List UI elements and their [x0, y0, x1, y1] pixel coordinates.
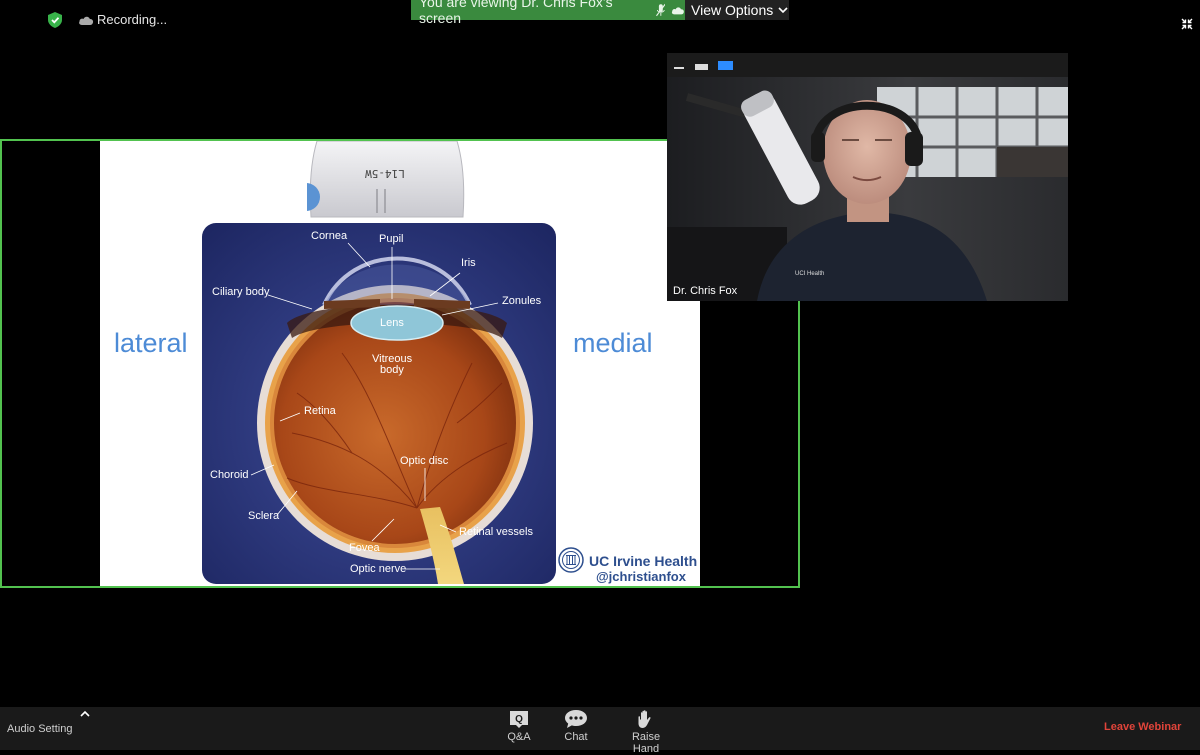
raise-hand-icon: [638, 710, 651, 728]
label-cornea: Cornea: [311, 230, 348, 242]
label-sclera: Sclera: [248, 510, 280, 522]
qa-icon: Q: [510, 711, 528, 728]
label-fovea: Fovea: [349, 542, 380, 554]
label-vitreous-body: body: [380, 364, 404, 376]
chat-button[interactable]: Chat: [562, 709, 590, 743]
shirt-logo-text: UCI Health: [795, 271, 824, 277]
viewing-banner-text: You are viewing Dr. Chris Fox's screen: [419, 0, 613, 26]
speaker-video-tile[interactable]: UCI Health: [667, 77, 1068, 301]
muted-mic-icon: [655, 3, 666, 17]
label-pupil: Pupil: [379, 233, 404, 245]
uci-brand-name: UC Irvine Health: [589, 553, 698, 569]
label-retinal-vessels: Retinal vessels: [459, 526, 533, 538]
label-optic-nerve: Optic nerve: [350, 563, 407, 575]
exit-fullscreen-icon[interactable]: [1181, 18, 1193, 30]
raise-hand-label: Raise Hand: [631, 731, 661, 755]
uci-brand-handle: @jchristianfox: [596, 569, 686, 584]
leave-webinar-button[interactable]: Leave Webinar: [1104, 721, 1182, 733]
cloud-recording-icon: [79, 16, 94, 25]
active-speaker-view-icon[interactable]: [695, 64, 708, 70]
minimize-video-icon[interactable]: [674, 67, 684, 69]
gallery-view-icon[interactable]: [718, 61, 733, 70]
speaker-video-feed: UCI Health: [667, 77, 1068, 301]
slide-lateral-label: lateral: [114, 328, 188, 358]
participant-name-label: Dr. Chris Fox: [673, 285, 738, 297]
recording-status: Recording...: [97, 12, 168, 27]
security-shield-icon[interactable]: [48, 12, 62, 28]
ultrasound-probe-image: L14-5W: [307, 141, 465, 218]
chevron-down-icon: [778, 6, 788, 13]
eye-anatomy-illustration: [202, 223, 556, 584]
chevron-up-icon[interactable]: [79, 710, 91, 718]
eye-anatomy-diagram: Cornea Pupil Iris Ciliary body Zonules L…: [202, 223, 556, 584]
qa-button[interactable]: Q Q&A: [506, 709, 532, 743]
svg-text:Q: Q: [515, 714, 523, 725]
cloud-icon: [672, 7, 685, 15]
view-options-button[interactable]: View Options: [685, 0, 789, 20]
label-iris: Iris: [461, 257, 476, 269]
uci-seal-logo: [558, 547, 584, 573]
meeting-toolbar: [0, 707, 1200, 750]
qa-label: Q&A: [507, 731, 531, 743]
probe-label: L14-5W: [365, 167, 405, 180]
label-zonules: Zonules: [502, 295, 542, 307]
label-optic-disc: Optic disc: [400, 455, 449, 467]
slide-medial-label: medial: [573, 328, 653, 358]
label-choroid: Choroid: [210, 469, 249, 481]
audio-setting-button[interactable]: Audio Setting: [7, 723, 73, 735]
chat-icon: [565, 710, 587, 728]
video-layout-controls: [674, 61, 733, 70]
view-options-label: View Options: [691, 2, 774, 18]
label-vitreous: Vitreous: [372, 353, 413, 365]
video-window-controls: [667, 53, 1068, 77]
chat-label: Chat: [564, 731, 588, 743]
label-ciliary-body: Ciliary body: [212, 286, 270, 298]
viewing-screen-banner: You are viewing Dr. Chris Fox's screen: [411, 0, 685, 26]
label-retina: Retina: [304, 405, 336, 417]
raise-hand-button[interactable]: Raise Hand: [618, 709, 674, 755]
label-lens: Lens: [380, 317, 404, 329]
